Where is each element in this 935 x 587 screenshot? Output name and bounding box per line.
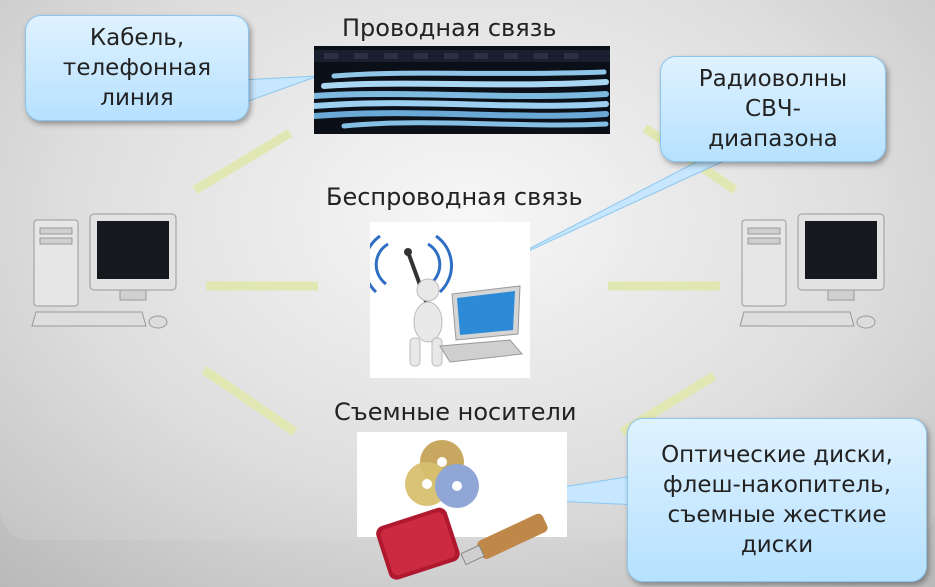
cable-bubble-line-1: Кабель, — [89, 25, 185, 51]
removable-label: Съемные носители — [334, 398, 577, 426]
radio-bubble: Радиоволны СВЧ- диапазона — [660, 56, 886, 162]
right-computer-icon — [739, 213, 885, 329]
network-cables-photo — [314, 46, 610, 134]
media-bubble-line-2: флеш-накопитель, — [662, 472, 892, 498]
removable-media-photo — [357, 432, 567, 580]
media-bubble-line-1: Оптические диски, — [661, 442, 893, 468]
wireless-photo — [370, 222, 530, 378]
radio-bubble-line-2: СВЧ- — [745, 96, 801, 122]
cable-bubble-line-3: линия — [100, 85, 174, 111]
cable-bubble-tail — [239, 75, 319, 105]
cable-bubble-line-2: телефонная — [62, 55, 212, 81]
wireless-label: Беспроводная связь — [326, 183, 583, 211]
media-bubble-line-3: съемные жесткие — [667, 502, 887, 528]
radio-bubble-line-1: Радиоволны — [698, 66, 848, 92]
radio-bubble-line-3: диапазона — [708, 126, 838, 152]
connector-bottom-left — [201, 366, 298, 436]
radio-bubble-tail — [495, 159, 727, 267]
cable-bubble: Кабель, телефонная линия — [25, 15, 249, 121]
media-bubble-line-4: диски — [740, 532, 814, 558]
media-bubble: Оптические диски, флеш-накопитель, съемн… — [627, 418, 927, 582]
left-computer-icon — [31, 213, 177, 329]
wired-label: Проводная связь — [342, 14, 557, 42]
connector-top-left — [192, 129, 293, 194]
